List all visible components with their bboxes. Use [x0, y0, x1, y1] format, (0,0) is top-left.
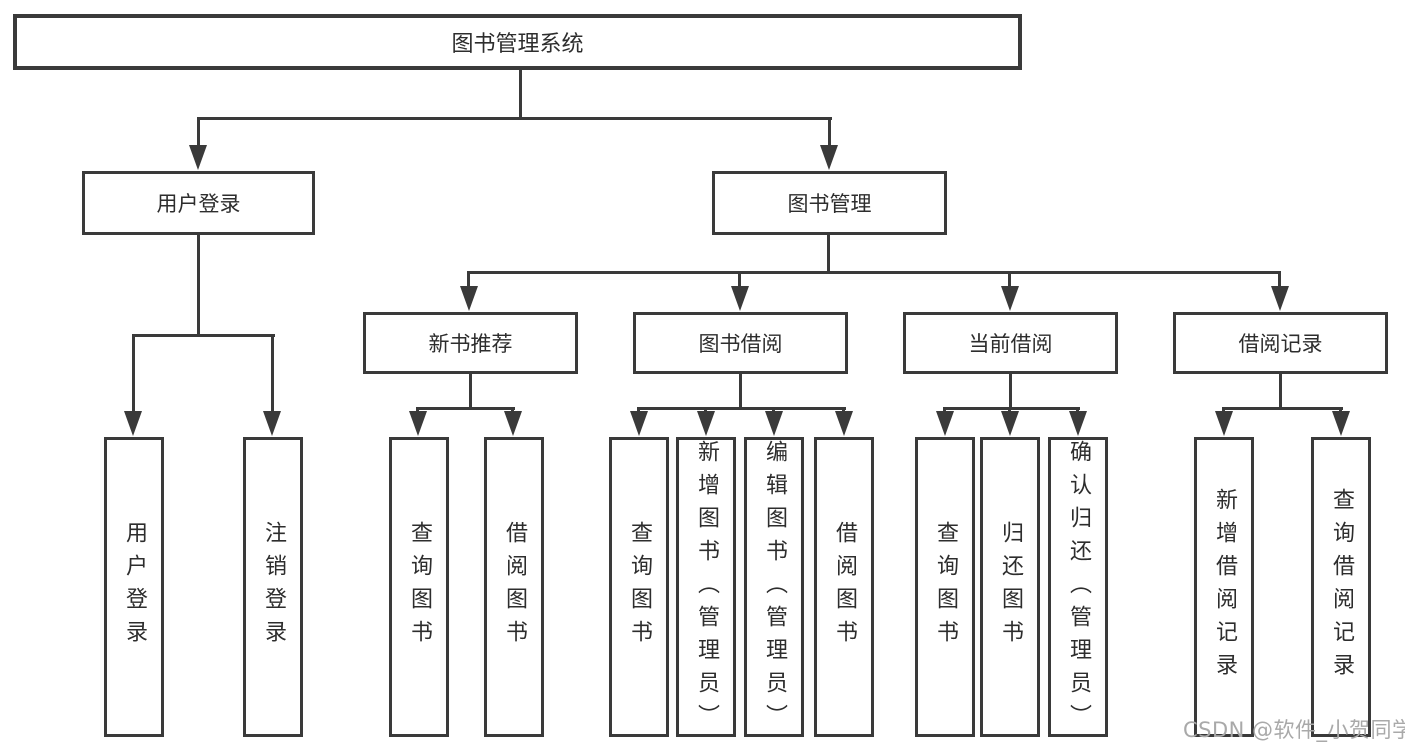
node-label: 查询图书 [933, 521, 958, 653]
node-current-borrow: 当前借阅 [903, 312, 1118, 374]
arrow-down-icon [504, 411, 522, 436]
connector-line [1009, 374, 1012, 410]
connector-line [1279, 374, 1282, 410]
arrow-down-icon [697, 411, 715, 436]
node-label: 图书管理 [787, 192, 872, 216]
arrow-down-icon [460, 286, 478, 311]
node-query-books-borrow: 查询图书 [609, 437, 669, 737]
node-label: 用户登录 [122, 521, 147, 653]
node-query-borrow-record: 查询借阅记录 [1311, 437, 1371, 737]
node-label: 用户登录 [156, 192, 241, 216]
connector-line [1278, 271, 1281, 291]
connector-line [132, 334, 135, 416]
arrow-down-icon [1001, 286, 1019, 311]
connector-line [638, 407, 846, 410]
node-label: 查询图书 [407, 521, 432, 653]
arrow-down-icon [409, 411, 427, 436]
arrow-down-icon [936, 411, 954, 436]
node-new-book-recommend: 新书推荐 [363, 312, 578, 374]
connector-line [271, 334, 274, 416]
node-label: 查询图书 [627, 521, 652, 653]
node-confirm-return-admin: 确认归还（管理员） [1048, 437, 1108, 737]
node-borrow-records: 借阅记录 [1173, 312, 1388, 374]
node-label: 新增图书（管理员） [694, 440, 719, 737]
arrow-down-icon [835, 411, 853, 436]
connector-line [197, 117, 832, 120]
arrow-down-icon [124, 411, 142, 436]
node-label: 归还图书 [998, 521, 1023, 653]
node-label: 借阅记录 [1238, 332, 1323, 356]
connector-line [132, 334, 275, 337]
node-query-books-recommend: 查询图书 [389, 437, 449, 737]
watermark: CSDN @软件_小贺同学 [1183, 718, 1405, 742]
node-add-borrow-record: 新增借阅记录 [1194, 437, 1254, 737]
arrow-down-icon [1069, 411, 1087, 436]
arrow-down-icon [1001, 411, 1019, 436]
connector-line [1008, 271, 1011, 291]
node-label: 编辑图书（管理员） [762, 440, 787, 737]
connector-line [416, 407, 515, 410]
connector-line [467, 271, 470, 291]
node-label: 图书借阅 [698, 332, 783, 356]
connector-line [1223, 407, 1343, 410]
node-user-login-leaf: 用户登录 [104, 437, 164, 737]
arrow-down-icon [765, 411, 783, 436]
node-label: 查询借阅记录 [1329, 488, 1354, 686]
arrow-down-icon [263, 411, 281, 436]
arrow-down-icon [189, 145, 207, 170]
node-label: 新书推荐 [428, 332, 513, 356]
connector-line [519, 70, 522, 118]
connector-line [468, 271, 1281, 274]
connector-line [828, 117, 831, 150]
connector-line [827, 235, 830, 274]
connector-line [469, 374, 472, 410]
connector-line [197, 117, 200, 150]
connector-line [197, 235, 200, 337]
node-book-management: 图书管理 [712, 171, 947, 235]
connector-line [944, 407, 1080, 410]
arrow-down-icon [820, 145, 838, 170]
node-borrow-books-leaf: 借阅图书 [814, 437, 874, 737]
node-user-login: 用户登录 [82, 171, 315, 235]
node-edit-book-admin: 编辑图书（管理员） [744, 437, 804, 737]
node-library-system: 图书管理系统 [13, 14, 1022, 70]
arrow-down-icon [1215, 411, 1233, 436]
node-label: 注销登录 [261, 521, 286, 653]
node-add-book-admin: 新增图书（管理员） [676, 437, 736, 737]
node-query-books-current: 查询图书 [915, 437, 975, 737]
node-label: 借阅图书 [502, 521, 527, 653]
node-label: 当前借阅 [968, 332, 1053, 356]
node-return-book: 归还图书 [980, 437, 1040, 737]
node-label: 新增借阅记录 [1212, 488, 1237, 686]
node-label: 图书管理系统 [451, 32, 584, 57]
arrow-down-icon [630, 411, 648, 436]
node-logout-leaf: 注销登录 [243, 437, 303, 737]
node-label: 确认归还（管理员） [1066, 440, 1091, 737]
connector-line [739, 374, 742, 410]
node-label: 借阅图书 [832, 521, 857, 653]
connector-line [738, 271, 741, 291]
node-book-borrow: 图书借阅 [633, 312, 848, 374]
arrow-down-icon [731, 286, 749, 311]
node-borrow-books-recommend: 借阅图书 [484, 437, 544, 737]
arrow-down-icon [1271, 286, 1289, 311]
arrow-down-icon [1332, 411, 1350, 436]
